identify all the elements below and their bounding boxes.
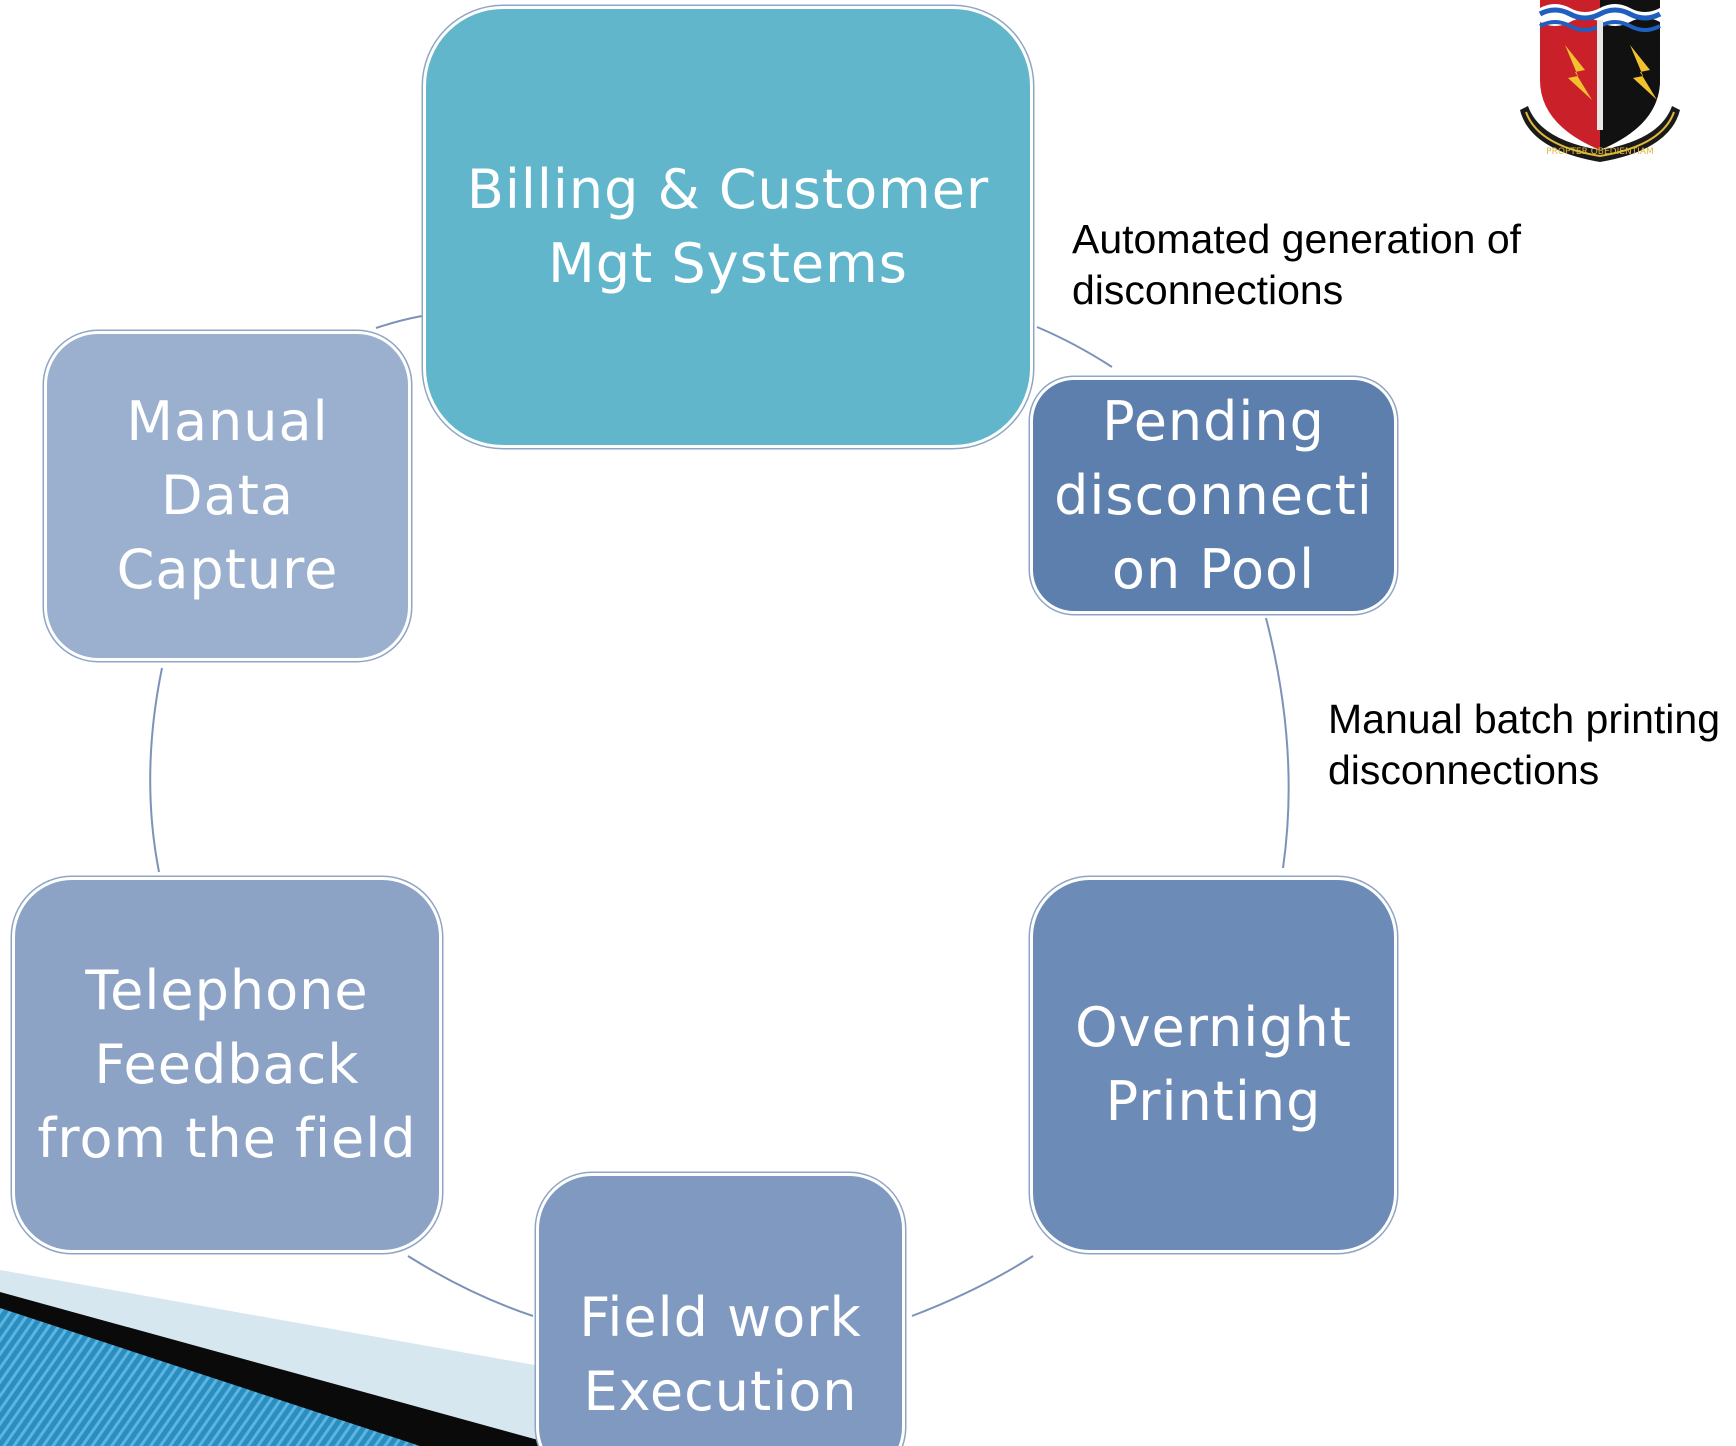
node-overnight-printing: Overnight Printing — [1030, 877, 1397, 1253]
node-telephone-label: Telephone Feedback from the field — [37, 959, 417, 1170]
connector-pending-overnight — [1265, 617, 1290, 869]
annotation-manual-batch-printing: Manual batch printing disconnections — [1328, 696, 1721, 793]
node-telephone-feedback: Telephone Feedback from the field — [12, 877, 442, 1253]
connector-manual-billing — [375, 315, 423, 329]
node-manual-data-capture: Manual Data Capture — [44, 331, 411, 661]
node-field-work-execution: Field work Execution — [536, 1173, 905, 1446]
connector-overnight-fieldwork — [911, 1255, 1034, 1317]
annotation-automated-generation: Automated generation of disconnections — [1072, 216, 1522, 313]
node-billing-customer-mgt: Billing & Customer Mgt Systems — [423, 6, 1033, 448]
logo-motto: PROPTER OBEDIENTIAM — [1546, 147, 1654, 157]
connector-billing-pending — [1036, 326, 1113, 368]
node-overnight-label: Overnight Printing — [1075, 996, 1352, 1133]
node-billing-label: Billing & Customer Mgt Systems — [466, 158, 990, 295]
node-pending-disconnection-pool: Pending disconnecti on Pool — [1030, 377, 1397, 614]
connector-telephone-manual — [149, 667, 163, 873]
node-fieldwork-label: Field work Execution — [579, 1286, 862, 1423]
node-pending-label: Pending disconnecti on Pool — [1054, 389, 1373, 601]
node-manual-label: Manual Data Capture — [116, 390, 339, 601]
connector-fieldwork-telephone — [407, 1255, 534, 1317]
coat-of-arms-logo: PROPTER OBEDIENTIAM — [1520, 0, 1680, 162]
